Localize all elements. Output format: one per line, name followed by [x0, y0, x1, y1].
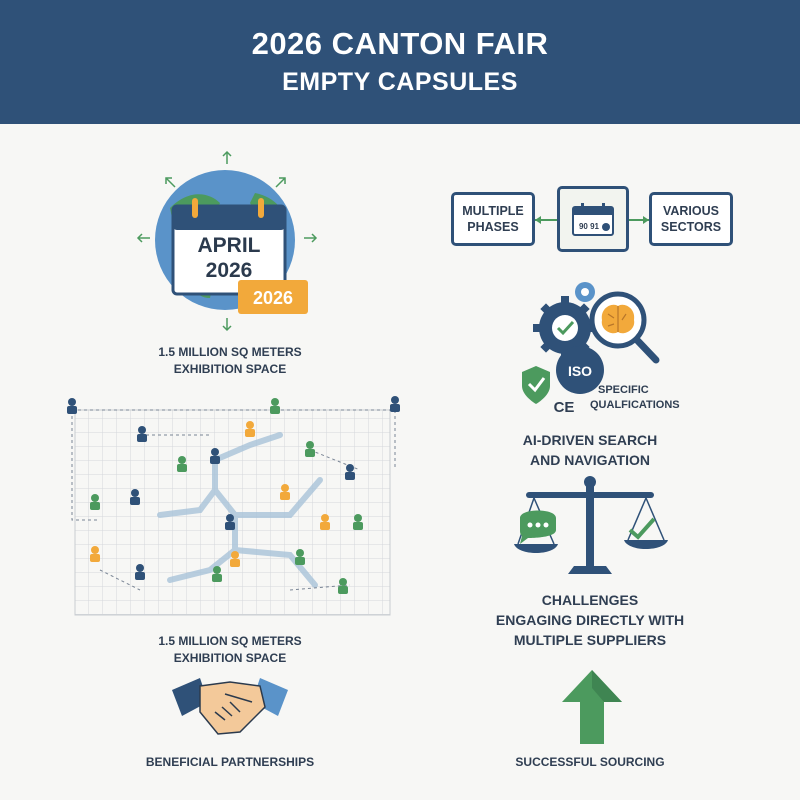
qualifications-line2: QUALFICATIONS: [590, 399, 680, 411]
calendar-globe-illustration: APRIL 2026 2026: [136, 150, 318, 332]
sourcing-label: SUCCESSFUL SOURCING: [515, 755, 665, 769]
qualifications-line1: SPECIFIC: [598, 384, 649, 396]
mini-calendar-text: 90 91: [579, 222, 600, 231]
partnerships-label: BENEFICIAL PARTNERSHIPS: [145, 755, 315, 769]
speech-bubble-icon: [520, 510, 556, 544]
arrow-icons: [136, 150, 318, 332]
header-banner: 2026 CANTON FAIR EMPTY CAPSULES: [0, 0, 800, 124]
center-calendar-box: 90 91: [557, 186, 629, 252]
flow-connector-right: [629, 216, 649, 224]
iso-gear-icon: ISO: [556, 346, 604, 394]
ai-search-line1: AI-DRIVEN SEARCH: [522, 432, 658, 448]
page-title: 2026 CANTON FAIR: [251, 26, 549, 61]
calendar-icon: APRIL 2026: [171, 198, 287, 296]
checkmark-icon: [628, 517, 656, 540]
space-label-top: 1.5 MILLION SQ METERS EXHIBITION SPACE: [100, 344, 360, 378]
space-label-top-line1: 1.5 MILLION SQ METERS: [158, 345, 302, 359]
page-subtitle: EMPTY CAPSULES: [282, 68, 518, 96]
challenges-line3: MULTIPLE SUPPLIERS: [513, 632, 667, 648]
mini-calendar-icon: 90 91: [572, 203, 614, 236]
year-badge: [238, 280, 308, 314]
flow-paths: [157, 432, 323, 588]
shield-check-icon: [522, 366, 550, 404]
challenges-line1: CHALLENGES: [541, 592, 639, 608]
space-label-bottom: 1.5 MILLION SQ METERS EXHIBITION SPACE: [100, 633, 360, 667]
sectors-box: VARIOUS SECTORS: [649, 192, 733, 246]
calendar-year: 2026: [206, 259, 253, 282]
iso-text: ISO: [568, 363, 592, 379]
ai-search-label: AI-DRIVEN SEARCH AND NAVIGATION: [480, 430, 700, 470]
challenges-line2: ENGAGING DIRECTLY WITH: [495, 612, 685, 628]
handshake-icon: [172, 678, 288, 735]
ce-mark-icon: CE: [554, 399, 575, 416]
challenges-label: CHALLENGES ENGAGING DIRECTLY WITH MULTIP…: [470, 590, 710, 650]
sectors-box-line1: VARIOUS: [662, 204, 719, 218]
sectors-box-line2: SECTORS: [660, 220, 722, 234]
year-badge-text: 2026: [253, 288, 293, 308]
flow-connector-left: [535, 216, 557, 224]
space-label-bottom-line1: 1.5 MILLION SQ METERS: [158, 634, 302, 648]
phases-box-line1: MULTIPLE: [462, 204, 524, 218]
ai-gears-illustration: ISO CE: [522, 282, 660, 416]
up-arrow-icon: [562, 670, 622, 744]
ai-search-line2: AND NAVIGATION: [529, 452, 651, 468]
space-label-top-line2: EXHIBITION SPACE: [173, 362, 287, 376]
small-gear-icon: [575, 282, 595, 302]
gear-icon: [533, 296, 597, 360]
calendar-month: APRIL: [198, 234, 261, 257]
person-icons: [67, 396, 400, 594]
scales-icon: [514, 476, 668, 574]
space-label-bottom-line2: EXHIBITION SPACE: [173, 651, 287, 665]
phases-box: MULTIPLE PHASES: [451, 192, 535, 246]
exhibition-floor-map: [67, 396, 400, 616]
phases-box-line2: PHASES: [467, 220, 519, 234]
brain-magnifier-icon: [589, 291, 660, 364]
qualifications-label: SPECIFIC QUALFICATIONS: [590, 383, 700, 413]
